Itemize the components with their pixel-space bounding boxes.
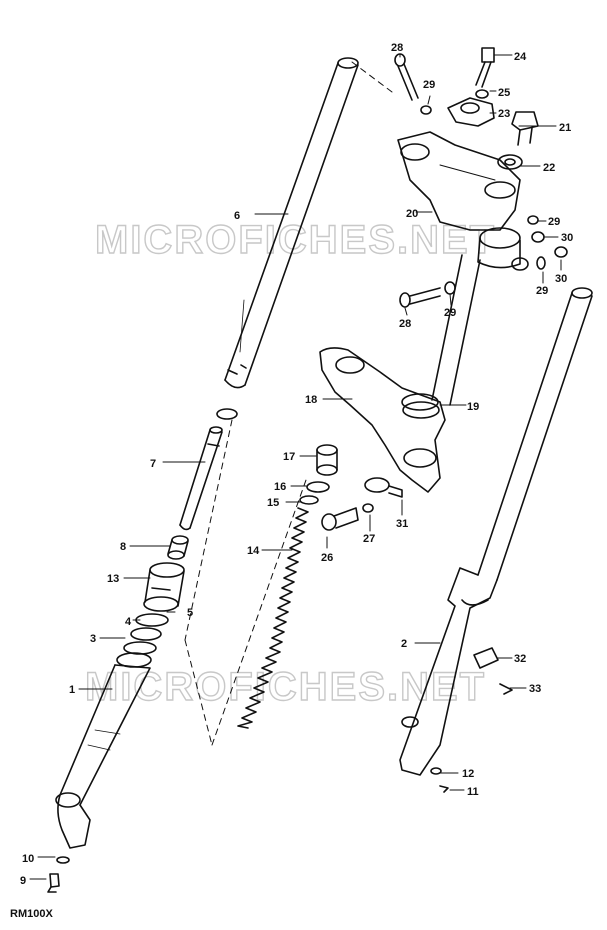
callout-33: 33 bbox=[529, 683, 541, 695]
part-21-stem-bolt bbox=[511, 111, 539, 146]
part-11-drain-screw bbox=[439, 785, 449, 793]
callout-14: 14 bbox=[247, 545, 260, 557]
callout-3: 3 bbox=[90, 633, 96, 645]
part-14-spring bbox=[237, 507, 309, 729]
callout-4: 4 bbox=[125, 616, 132, 628]
callout-30-upper: 30 bbox=[561, 232, 573, 244]
part-29-washer-upper bbox=[527, 215, 539, 225]
part-15-washer bbox=[299, 495, 319, 505]
callout-27: 27 bbox=[363, 533, 375, 545]
part-29-washer-right bbox=[536, 256, 546, 270]
part-18-lower-bracket bbox=[319, 347, 446, 493]
callout-18: 18 bbox=[305, 394, 317, 406]
callout-29-right-lower: 29 bbox=[536, 285, 548, 297]
part-5-oil-seal bbox=[135, 613, 169, 627]
part-33-screw bbox=[499, 683, 513, 695]
part-25-washer bbox=[475, 89, 489, 99]
part-24-bolt bbox=[475, 47, 495, 88]
callout-28-upper: 28 bbox=[391, 42, 403, 54]
part-6-inner-tube bbox=[224, 57, 359, 389]
part-22-stem-nut bbox=[497, 154, 523, 170]
part-3-spacer bbox=[123, 641, 157, 655]
callout-22: 22 bbox=[543, 162, 555, 174]
part-12-drain-gasket bbox=[430, 767, 442, 775]
part-9-bolt bbox=[47, 873, 60, 893]
callout-13: 13 bbox=[107, 573, 119, 585]
callout-6: 6 bbox=[234, 210, 240, 222]
part-handlebar-holder-right bbox=[477, 227, 529, 271]
part-7-damper-rod bbox=[179, 426, 223, 531]
callout-29-lower: 29 bbox=[444, 307, 456, 319]
callout-11: 11 bbox=[467, 786, 479, 798]
part-29-washer-lower bbox=[444, 281, 456, 295]
callout-7: 7 bbox=[150, 458, 156, 470]
part-32-bracket bbox=[473, 647, 499, 669]
callout-17: 17 bbox=[283, 451, 295, 463]
part-26-bolt bbox=[321, 507, 359, 531]
part-31-clamp bbox=[364, 477, 403, 498]
leader-lines bbox=[29, 54, 562, 880]
part-16-o-ring bbox=[306, 481, 330, 493]
callout-21: 21 bbox=[559, 122, 571, 134]
part-2-fork-right bbox=[399, 287, 593, 776]
callout-15: 15 bbox=[267, 497, 279, 509]
part-17-cap-bolt bbox=[316, 444, 338, 476]
part-8-bushing bbox=[167, 535, 189, 560]
part-30-nut-lower bbox=[554, 246, 568, 258]
part-27-washer bbox=[362, 503, 374, 513]
part-28-bolt-lower bbox=[399, 287, 441, 308]
part-13-dust-seal bbox=[143, 562, 185, 612]
callout-20: 20 bbox=[406, 208, 418, 220]
part-20-upper-bracket bbox=[397, 131, 521, 231]
part-19-steering-stem bbox=[401, 254, 481, 419]
callout-19: 19 bbox=[467, 401, 479, 413]
callout-29-upper: 29 bbox=[423, 79, 435, 91]
callout-25: 25 bbox=[498, 87, 510, 99]
callout-10: 10 bbox=[22, 853, 34, 865]
watermark-bottom: MICROFICHES.NET bbox=[85, 665, 486, 709]
callout-5: 5 bbox=[187, 607, 193, 619]
callout-28-lower: 28 bbox=[399, 318, 411, 330]
part-1-outer-tube-left bbox=[55, 664, 151, 849]
part-4-circlip bbox=[130, 627, 162, 641]
watermark-top: MICROFICHES.NET bbox=[95, 218, 496, 262]
callout-1: 1 bbox=[69, 684, 75, 696]
assembly-guide-lines bbox=[184, 61, 393, 746]
callout-2: 2 bbox=[401, 638, 407, 650]
part-10-gasket bbox=[56, 856, 70, 864]
callout-26: 26 bbox=[321, 552, 333, 564]
callout-9: 9 bbox=[20, 875, 26, 887]
part-28-bolt-upper bbox=[394, 53, 419, 101]
callout-32: 32 bbox=[514, 653, 526, 665]
part-29-washer-upper-left bbox=[420, 105, 432, 115]
callout-30-lower: 30 bbox=[555, 273, 567, 285]
part-ring-upper bbox=[216, 408, 238, 420]
callout-labels: 28 29 24 25 23 21 22 6 20 29 30 30 29 28… bbox=[20, 42, 573, 887]
callout-16: 16 bbox=[274, 481, 286, 493]
callout-24: 24 bbox=[514, 51, 527, 63]
callout-29-right-upper: 29 bbox=[548, 216, 560, 228]
part-30-nut-upper bbox=[531, 231, 545, 243]
part-23-handlebar-clamp bbox=[447, 97, 495, 127]
footer-model-code: RM100X bbox=[10, 908, 53, 920]
callout-23: 23 bbox=[498, 108, 510, 120]
callout-31: 31 bbox=[396, 518, 408, 530]
callout-8: 8 bbox=[120, 541, 126, 553]
callout-12: 12 bbox=[462, 768, 474, 780]
